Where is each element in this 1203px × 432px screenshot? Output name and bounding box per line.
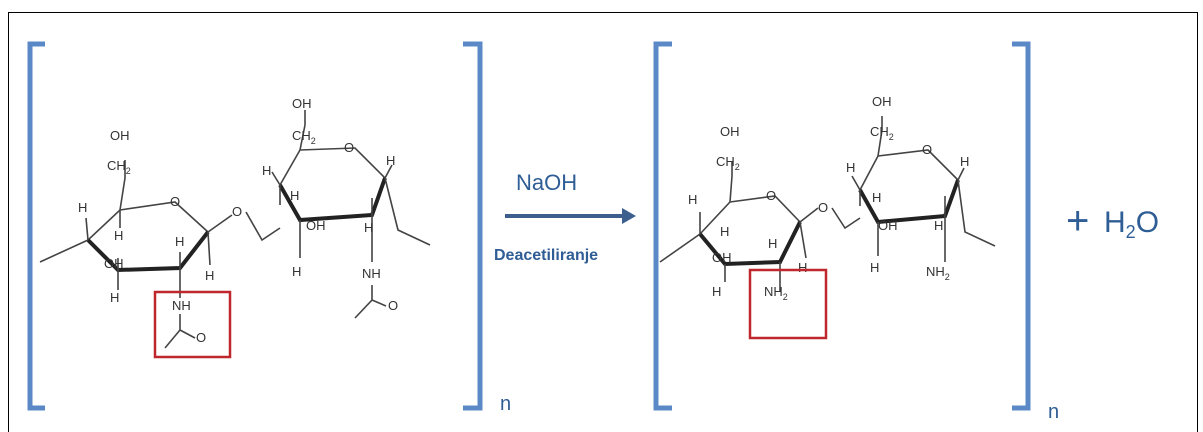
- ring2-h-left: H: [262, 163, 271, 178]
- reaction-diagram: n OH CH2 O H H OH H H H NH O O OH CH2 O …: [27, 41, 1159, 423]
- ring1-substituents: [39, 160, 233, 298]
- ring4-ring-oxygen: O: [922, 142, 932, 157]
- acetyl-oxygen-1: O: [196, 330, 206, 345]
- ring2-h-right: H: [386, 153, 395, 168]
- reagent-label: NaOH: [516, 170, 577, 195]
- diagram-frame: [8, 12, 1198, 432]
- ring3-oh-top: OH: [720, 124, 740, 139]
- ring1-h-bottom: H: [110, 290, 119, 305]
- ring4-oh-inner: OH: [878, 218, 898, 233]
- ring2-ring-oxygen: O: [344, 140, 354, 155]
- ring4-front-bond: [858, 179, 960, 225]
- ring1-nh: NH: [172, 298, 191, 313]
- ring4-h-inner: H: [872, 190, 881, 205]
- ring3-substituents: [659, 162, 819, 292]
- ring2-h-inner: H: [290, 188, 299, 203]
- ring3-h-bottom: H: [712, 284, 721, 299]
- plus-sign: +: [1066, 199, 1089, 243]
- left-bracket-close: [463, 41, 483, 411]
- ring4-substituents: [851, 116, 996, 262]
- glycosidic-link-right: [831, 207, 861, 230]
- ring1-h-inner: H: [114, 228, 123, 243]
- glycosidic-oxygen-right: O: [818, 200, 828, 215]
- repeat-index-right: n: [1048, 401, 1059, 423]
- reaction-arrow-head: [622, 208, 636, 224]
- acetyl-group-2: [354, 285, 387, 319]
- acetyl-group-1: [164, 314, 196, 349]
- ring4-h-bottom: H: [870, 260, 879, 275]
- ring3-h-right: H: [768, 236, 777, 251]
- glycosidic-link-left: [245, 211, 281, 242]
- ring1-ch2: CH2: [107, 158, 131, 176]
- chitin-structure: n OH CH2 O H H OH H H H NH O O OH CH2 O …: [27, 41, 511, 415]
- ring2-substituents: [271, 110, 431, 262]
- ring3-h-inner: H: [720, 224, 729, 239]
- ring3-h-left: H: [688, 192, 697, 207]
- ring1-h-anomeric: H: [205, 268, 214, 283]
- ring2-oh-top: OH: [292, 96, 312, 111]
- ring3-ring-oxygen: O: [766, 188, 776, 203]
- ring4-nh2: NH2: [926, 264, 950, 282]
- reaction-arrow-group: NaOH Deacetiliranje: [494, 170, 636, 264]
- ring1-ring-oxygen: O: [170, 194, 180, 209]
- acetyl-oxygen-2: O: [388, 298, 398, 313]
- ring1-h-right: H: [175, 234, 184, 249]
- ring4-h-left: H: [846, 160, 855, 175]
- ring1-oh-bottom: OH: [104, 256, 124, 271]
- process-label: Deacetiliranje: [494, 247, 598, 264]
- ring4-ch2: CH2: [870, 124, 894, 142]
- ring4-oh-top: OH: [872, 94, 892, 109]
- ring4-h-right: H: [960, 154, 969, 169]
- ring2-h-bottom: H: [292, 264, 301, 279]
- ring3-h-anomeric: H: [798, 260, 807, 275]
- ring1-oh-top: OH: [110, 128, 130, 143]
- amino-highlight-box: [748, 268, 828, 340]
- ring3-ch2: CH2: [716, 154, 740, 172]
- water-formula: H2O: [1104, 206, 1159, 242]
- ring1-front-bond: [86, 230, 210, 273]
- ring2-ch2: CH2: [292, 128, 316, 146]
- right-bracket-close: [1012, 41, 1031, 411]
- ring1-h-left: H: [78, 200, 87, 215]
- ring3-front-bond: [698, 221, 802, 267]
- repeat-index-left: n: [500, 393, 511, 415]
- left-bracket-open: [27, 41, 45, 411]
- ring4-bonds: [859, 149, 959, 223]
- ring2-nh: NH: [362, 266, 381, 281]
- ring2-h-mid: H: [364, 220, 373, 235]
- acetamido-highlight-box: [153, 290, 232, 359]
- right-bracket-open: [653, 41, 672, 411]
- water-product: + H2O: [1066, 199, 1159, 243]
- chitosan-structure: n OH CH2 O H H OH H H H NH2 O OH CH2 O H…: [653, 41, 1059, 423]
- ring3-nh2: NH2: [764, 284, 788, 302]
- ring4-h-mid: H: [934, 218, 943, 233]
- ring3-oh-bottom: OH: [712, 250, 732, 265]
- glycosidic-oxygen-left: O: [232, 204, 242, 219]
- ring2-front-bond: [278, 177, 387, 223]
- ring2-oh-inner: OH: [306, 218, 326, 233]
